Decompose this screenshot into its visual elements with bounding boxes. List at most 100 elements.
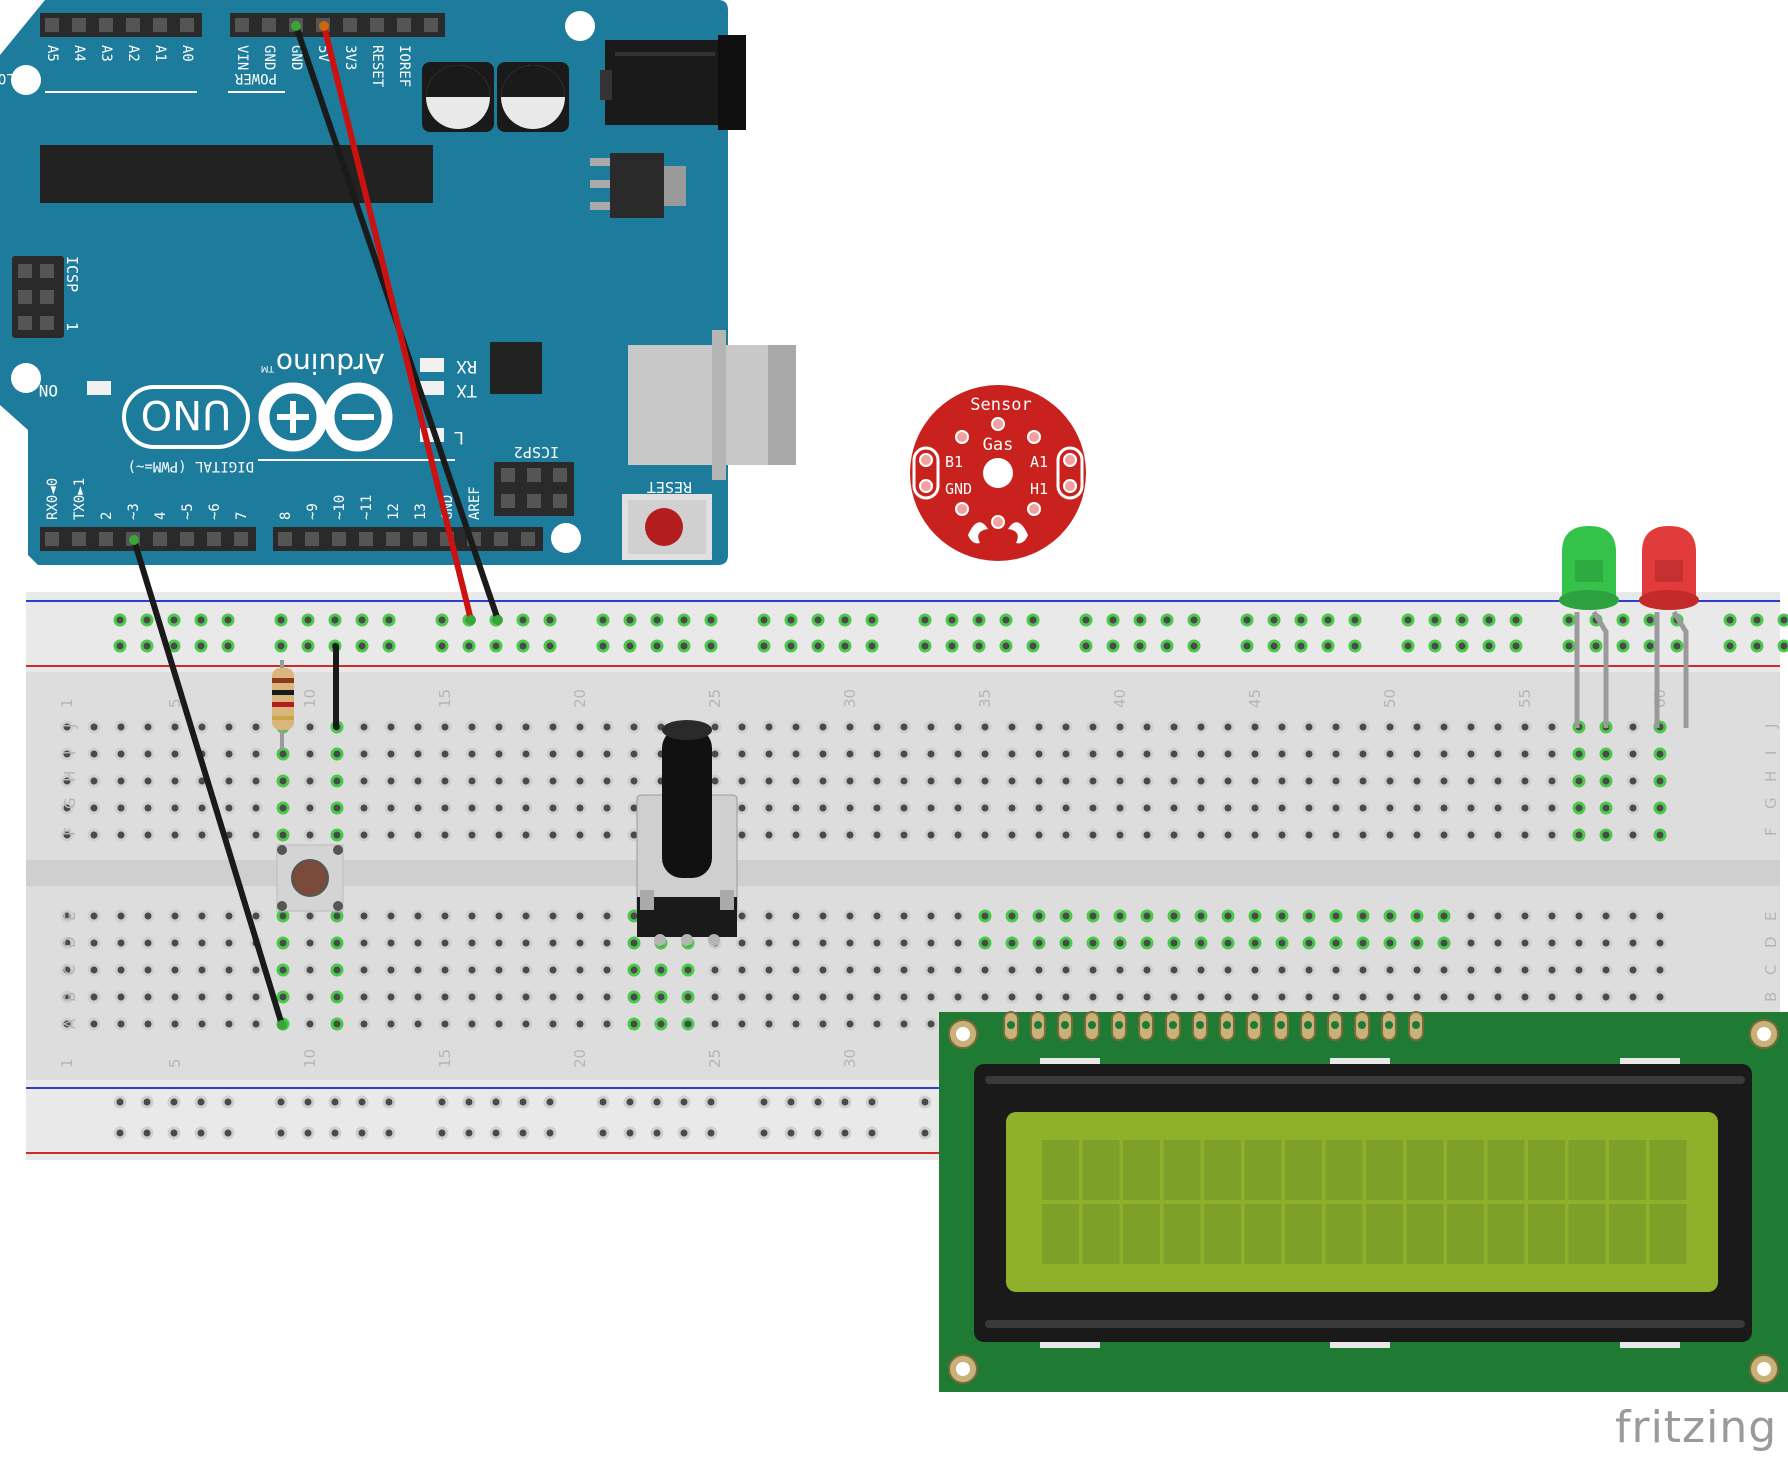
breadboard-hole <box>870 909 884 923</box>
column-number: 50 <box>1381 689 1399 708</box>
breadboard-hole <box>1032 801 1046 815</box>
breadboard-hole <box>1653 990 1667 1004</box>
breadboard-hole <box>1275 747 1289 761</box>
column-number: 1 <box>58 1058 76 1068</box>
breadboard-hole <box>330 1017 344 1031</box>
breadboard-hole <box>411 963 425 977</box>
sensor-logo-icon <box>968 522 988 544</box>
rx-led <box>420 358 444 372</box>
breadboard-hole <box>1599 828 1613 842</box>
breadboard-hole <box>141 801 155 815</box>
lcd-char-cell <box>1528 1140 1565 1200</box>
column-number: 30 <box>841 1049 859 1068</box>
pin-label-ioref: IOREF <box>396 45 412 87</box>
row-letter-c: C <box>61 965 79 975</box>
breadboard-hole <box>87 774 101 788</box>
breadboard-hole <box>1302 720 1316 734</box>
rail-hole <box>1670 639 1684 653</box>
breadboard-hole <box>492 828 506 842</box>
rail-hole <box>274 1095 288 1109</box>
breadboard-hole <box>87 909 101 923</box>
header-hole <box>386 532 400 546</box>
reset-button[interactable]: RESET <box>622 478 712 560</box>
breadboard-hole <box>249 774 263 788</box>
power-rail-top <box>26 592 1780 672</box>
breadboard-hole <box>1248 801 1262 815</box>
breadboard-hole <box>330 909 344 923</box>
rail-hole <box>757 1126 771 1140</box>
breadboard-hole <box>1356 828 1370 842</box>
header-hole <box>99 18 113 32</box>
breadboard-hole <box>411 720 425 734</box>
breadboard-hole <box>1356 963 1370 977</box>
pin-label-a0: A0 <box>179 45 195 62</box>
row-letter-i-right: I <box>1762 751 1780 755</box>
rail-hole <box>1160 639 1174 653</box>
lcd-pin-hole <box>1331 1021 1339 1029</box>
reset-button-cap[interactable] <box>645 508 683 546</box>
breadboard-hole <box>1032 990 1046 1004</box>
rail-hole <box>221 639 235 653</box>
rail-hole <box>1428 639 1442 653</box>
lcd-char-cell <box>1649 1140 1687 1200</box>
potentiometer-knob[interactable] <box>662 728 712 878</box>
breadboard-hole <box>735 801 749 815</box>
breadboard-hole <box>1194 990 1208 1004</box>
breadboard-hole <box>1464 990 1478 1004</box>
breadboard-hole <box>816 909 830 923</box>
breadboard-hole <box>654 963 668 977</box>
column-number: 45 <box>1246 689 1264 708</box>
push-button-cap[interactable] <box>291 859 329 897</box>
header-hole <box>359 532 373 546</box>
breadboard-hole <box>1194 828 1208 842</box>
breadboard-hole <box>1437 909 1451 923</box>
rail-hole <box>113 1095 127 1109</box>
rail-hole <box>704 639 718 653</box>
breadboard-hole <box>357 1017 371 1031</box>
column-number: 60 <box>1651 689 1669 708</box>
breadboard-hole <box>1302 774 1316 788</box>
breadboard-hole <box>114 747 128 761</box>
breadboard-hole <box>1545 774 1559 788</box>
pin-label-d10: ~10 <box>332 495 348 520</box>
breadboard-hole <box>1518 990 1532 1004</box>
rail-hole <box>1723 639 1737 653</box>
breadboard-hole <box>384 963 398 977</box>
on-led <box>87 381 111 395</box>
row-letter-d: D <box>61 936 79 948</box>
breadboard-hole <box>600 990 614 1004</box>
breadboard-hole <box>1248 936 1262 950</box>
rail-hole <box>811 639 825 653</box>
arduino-brand-label: Arduino <box>276 347 384 380</box>
breadboard-hole <box>141 1017 155 1031</box>
breadboard-hole <box>384 990 398 1004</box>
breadboard-hole <box>1653 828 1667 842</box>
breadboard-hole <box>1275 963 1289 977</box>
breadboard-hole <box>546 828 560 842</box>
breadboard-hole <box>735 774 749 788</box>
potentiometer[interactable] <box>636 720 738 946</box>
pin-label-d2: 2 <box>99 512 115 520</box>
breadboard-hole <box>1383 828 1397 842</box>
push-button[interactable] <box>276 844 344 912</box>
breadboard-hole <box>1518 828 1532 842</box>
breadboard-hole <box>816 990 830 1004</box>
breadboard-hole <box>1491 963 1505 977</box>
breadboard-hole <box>276 963 290 977</box>
breadboard-hole <box>1086 774 1100 788</box>
breadboard-hole <box>1410 720 1424 734</box>
rail-hole <box>677 1095 691 1109</box>
breadboard-hole <box>438 990 452 1004</box>
breadboard-hole <box>1599 774 1613 788</box>
breadboard-hole <box>573 909 587 923</box>
breadboard-hole <box>546 720 560 734</box>
breadboard-hole <box>303 720 317 734</box>
pin-label-d3: ~3 <box>126 503 142 520</box>
breadboard-hole <box>681 1017 695 1031</box>
breadboard-hole <box>1518 720 1532 734</box>
lcd-char-cell <box>1406 1204 1444 1264</box>
rail-hole <box>516 1126 530 1140</box>
rail-hole <box>1240 639 1254 653</box>
breadboard-hole <box>1518 747 1532 761</box>
breadboard-hole <box>978 801 992 815</box>
